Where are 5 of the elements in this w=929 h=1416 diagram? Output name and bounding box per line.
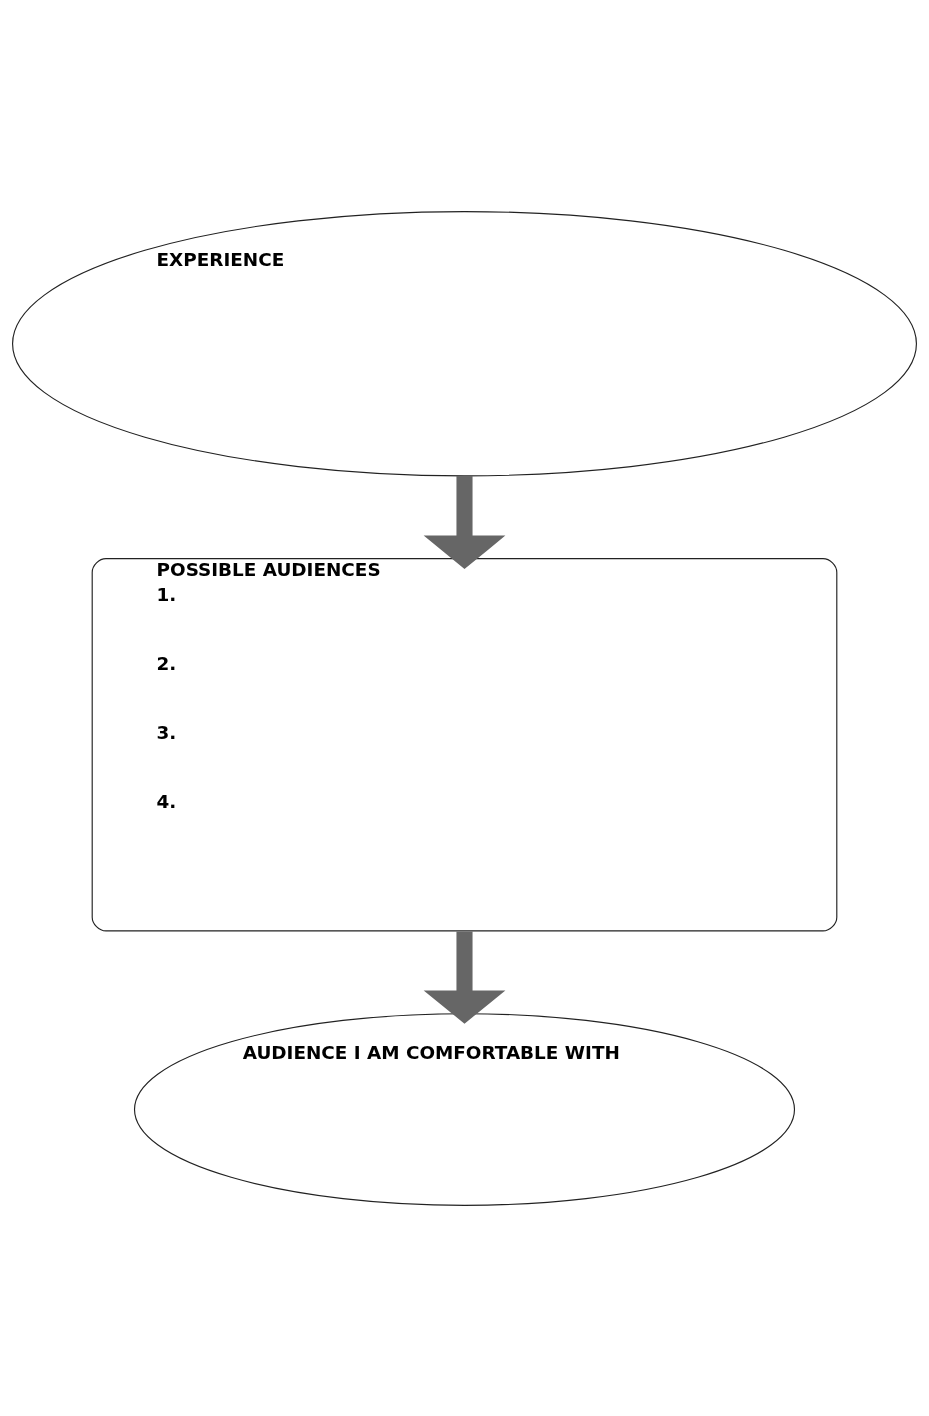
arrow <box>423 930 506 1024</box>
node-ellipse: EXPERIENCE <box>12 210 917 476</box>
node-ellipse: AUDIENCE I AM COMFORTABLE WITH <box>133 1012 796 1206</box>
arrow <box>423 475 506 569</box>
node-box: POSSIBLE AUDIENCES 1. 2. 3. 4. <box>91 557 838 931</box>
